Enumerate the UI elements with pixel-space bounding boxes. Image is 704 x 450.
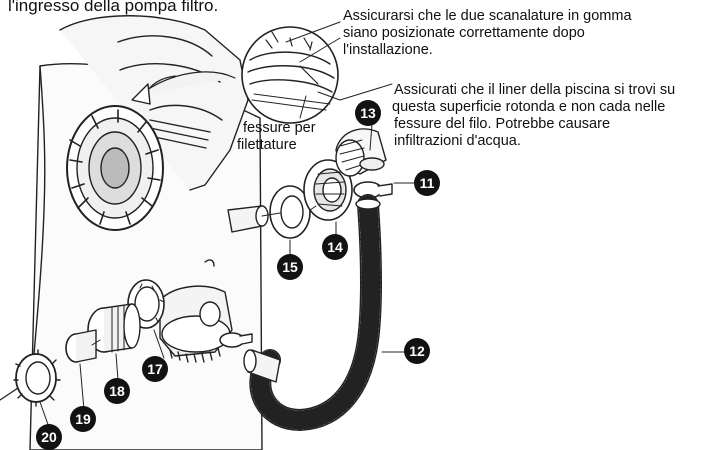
callout-18: 18 [104,378,130,404]
liner-note-line: questa superficie rotonda e non cada nel… [392,99,666,115]
callout-11: 11 [414,170,440,196]
callout-20: 20 [36,424,62,450]
gaskets-note-line: l'installazione. [343,42,433,58]
liner-note-line: infiltrazioni d'acqua. [394,133,521,149]
filter-pump-body [59,15,249,191]
detail-inset [241,26,339,124]
liner-note-line: fessure del filo. Potrebbe causare [394,116,611,132]
elbow-13 [335,128,387,177]
rotation-arrow [139,71,236,96]
gaskets-note-line: siano posizionate correttamente dopo [343,25,585,41]
pump-base [159,259,233,363]
gaskets-note: Assicurarsi che le due scanalature in go… [343,8,632,59]
callout-13: 13 [355,100,381,126]
callout-19: 19 [70,406,96,432]
thread-slots-line: fessure per [243,120,316,136]
header-fragment: l'ingresso della pompa filtro. [8,0,219,15]
gaskets-note-line: Assicurarsi che le due scanalature in go… [343,8,632,24]
thread-slots-line: filettature [237,137,297,153]
gasket-15 [269,185,311,239]
leader-gaskets-note [285,21,341,43]
nut-20 [13,349,61,407]
plug-19 [65,329,97,363]
liner-note-line: Assicurati che il liner della piscina si… [394,82,676,98]
hose-12 [243,194,382,431]
callout-14: 14 [322,234,348,260]
small-clamp [219,332,253,348]
liner-note: Assicurati che il liner della piscina si… [392,82,676,150]
callout-15: 15 [277,254,303,280]
callout-17: 17 [142,356,168,382]
thread-slots-label: fessure per filettature [237,120,316,154]
callout-12: 12 [404,338,430,364]
connector-14 [303,159,353,221]
wall-inlet-ring [66,105,164,231]
